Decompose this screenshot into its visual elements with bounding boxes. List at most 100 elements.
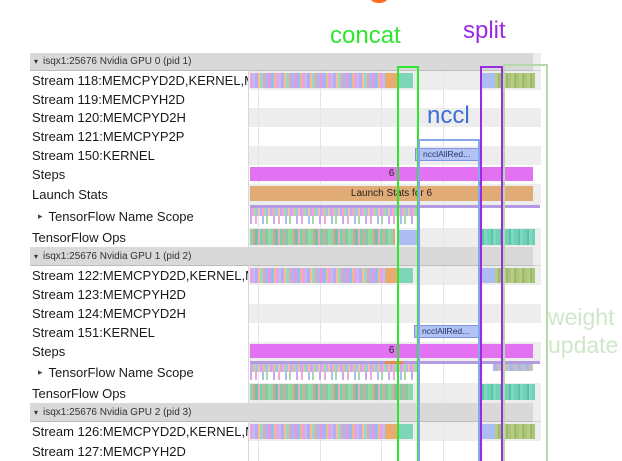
trace-bar-teal[interactable] — [399, 424, 413, 439]
trace-bar-flameTop[interactable] — [250, 208, 417, 216]
section-header-row[interactable]: ▾ isqx1:25676 Nvidia GPU 1 (pid 2) — [0, 247, 622, 266]
collapse-arrow-icon[interactable]: ▾ — [34, 251, 39, 261]
row-timeline — [249, 127, 541, 146]
trace-row: Stream 151:KERNEL ncclAllRed... — [0, 323, 622, 342]
collapse-arrow-icon[interactable]: ▾ — [34, 57, 39, 66]
row-label: Stream 123:MEMCPYH2D — [0, 285, 248, 304]
trace-bar-teal[interactable] — [399, 268, 413, 283]
expand-arrow-icon[interactable]: ▸ — [38, 366, 43, 377]
split-annotation-label: split — [463, 17, 506, 44]
trace-bar-stripesA[interactable] — [250, 73, 385, 88]
trace-bar-opsTeal[interactable] — [478, 229, 535, 245]
trace-row: Stream 118:MEMCPYD2D,KERNEL,ME — [0, 71, 622, 90]
row-timeline: Launch Stats for 6 — [249, 184, 541, 205]
trace-bar-stripesA[interactable] — [250, 424, 385, 439]
trace-row: ▸TensorFlow Name Scope — [0, 361, 622, 383]
section-header-row[interactable]: ▾ isqx1:25676 Nvidia GPU 0 (pid 1) — [0, 53, 622, 71]
trace-bar-peri[interactable] — [481, 424, 495, 439]
row-label: Stream 127:MEMCPYH2D — [0, 441, 248, 461]
section-header-band[interactable]: ▾isqx1:25676 Nvidia GPU 2 (pid 3) — [30, 403, 533, 422]
row-label: Steps — [0, 342, 248, 361]
concat-annotation-label: concat — [330, 22, 401, 49]
row-label: Stream 121:MEMCPYP2P — [0, 127, 248, 146]
label-timeline-divider — [248, 53, 249, 461]
trace-bar-orange[interactable] — [385, 424, 399, 439]
section-header-band[interactable]: ▾ isqx1:25676 Nvidia GPU 0 (pid 1) — [30, 53, 533, 71]
row-label-text: Stream 120:MEMCPYD2H — [32, 110, 186, 125]
row-label-text: Stream 122:MEMCPYD2D,KERNEL,MI — [32, 268, 248, 283]
trace-bar-launch[interactable]: Launch Stats for 6 — [250, 186, 533, 201]
row-timeline — [249, 383, 541, 403]
trace-bar-opsTeal[interactable] — [478, 384, 535, 400]
orange-text-fragment — [371, 0, 387, 3]
trace-bar-cluster[interactable] — [493, 364, 533, 371]
row-timeline: ncclAllRed... — [249, 323, 541, 342]
row-label-text: Stream 151:KERNEL — [32, 325, 155, 340]
row-label: Steps — [0, 165, 248, 184]
trace-bar-stripesA[interactable] — [250, 268, 385, 283]
row-label-text: Steps — [32, 167, 66, 182]
row-timeline — [249, 422, 541, 441]
trace-bar-olive[interactable] — [495, 268, 535, 283]
trace-bar-flameFr[interactable] — [250, 372, 415, 380]
row-label: Stream 151:KERNEL — [0, 323, 248, 342]
trace-bar-ncclbar[interactable]: ncclAllRed... — [414, 325, 479, 338]
row-label-text: Stream 119:MEMCPYH2D — [32, 91, 185, 107]
row-label: Stream 122:MEMCPYD2D,KERNEL,MI — [0, 266, 248, 285]
section-header-band[interactable]: ▾ isqx1:25676 Nvidia GPU 1 (pid 2) — [30, 247, 533, 266]
trace-bar-root[interactable] — [250, 205, 540, 208]
row-timeline — [249, 285, 541, 304]
row-label-text: Stream 127:MEMCPYH2D — [32, 443, 186, 459]
row-label: Launch Stats — [0, 184, 248, 205]
trace-bar-orange[interactable] — [385, 268, 399, 283]
row-timeline — [249, 361, 541, 383]
row-label: Stream 124:MEMCPYD2H — [0, 304, 248, 323]
trace-bar-steps[interactable]: 6 — [250, 344, 533, 358]
trace-row: TensorFlow Ops — [0, 228, 622, 247]
trace-row: Stream 121:MEMCPYP2P — [0, 127, 622, 146]
trace-row: Stream 150:KERNEL ncclAllRed... — [0, 146, 622, 165]
trace-row: ▸ TensorFlow Name Scope — [0, 205, 622, 228]
trace-bar-ncclbar[interactable]: ncclAllRed... — [415, 148, 479, 161]
row-label-text: Stream 150:KERNEL — [32, 148, 155, 163]
row-timeline: 6 — [249, 342, 541, 361]
trace-bar-opsStripes[interactable] — [250, 384, 413, 400]
row-label: ▸TensorFlow Name Scope — [0, 361, 248, 383]
trace-row: Stream 123:MEMCPYH2D — [0, 285, 622, 304]
section-header-row[interactable]: ▾isqx1:25676 Nvidia GPU 2 (pid 3) — [0, 403, 622, 422]
section-header-extension — [533, 247, 541, 266]
row-label: ▸ TensorFlow Name Scope — [0, 205, 248, 228]
trace-bar-olive[interactable] — [495, 73, 535, 88]
trace-row: Stream 120:MEMCPYD2H — [0, 108, 622, 127]
row-timeline: ncclAllRed... — [249, 146, 541, 165]
trace-bar-teal[interactable] — [399, 73, 413, 88]
trace-row: Steps 6 — [0, 165, 622, 184]
row-label-text: Stream 124:MEMCPYD2H — [32, 306, 186, 321]
row-label-text: TensorFlow Name Scope — [48, 209, 194, 224]
trace-bar-flameFr[interactable] — [250, 216, 415, 224]
row-timeline: 6 — [249, 165, 541, 184]
row-timeline — [249, 228, 541, 247]
row-label-text: TensorFlow Ops — [32, 230, 126, 245]
trace-bar-flameTop[interactable] — [250, 364, 417, 372]
trace-bar-opsStripes[interactable] — [250, 229, 395, 245]
trace-row: Stream 122:MEMCPYD2D,KERNEL,MI — [0, 266, 622, 285]
trace-bar-orangechip[interactable] — [385, 361, 403, 365]
trace-bar-steps[interactable]: 6 — [250, 167, 533, 181]
trace-bar-peri[interactable] — [481, 73, 495, 88]
collapse-arrow-icon[interactable]: ▾ — [34, 407, 39, 417]
row-label: Stream 126:MEMCPYD2D,KERNEL,MI — [0, 422, 248, 441]
section-header-label: isqx1:25676 Nvidia GPU 0 (pid 1) — [43, 56, 192, 67]
row-label-text: TensorFlow Ops — [32, 385, 126, 401]
expand-arrow-icon[interactable]: ▸ — [38, 211, 43, 221]
row-label-text: Stream 123:MEMCPYH2D — [32, 287, 186, 302]
trace-bar-orange[interactable] — [385, 73, 399, 88]
row-label: TensorFlow Ops — [0, 228, 248, 247]
trace-bar-olive[interactable] — [495, 424, 535, 439]
section-header-extension — [533, 403, 541, 422]
section-header-label: isqx1:25676 Nvidia GPU 1 (pid 2) — [43, 250, 192, 262]
row-label-text: Stream 118:MEMCPYD2D,KERNEL,ME — [32, 73, 248, 88]
trace-bar-peri[interactable] — [399, 230, 417, 245]
trace-bar-peri[interactable] — [481, 268, 495, 283]
